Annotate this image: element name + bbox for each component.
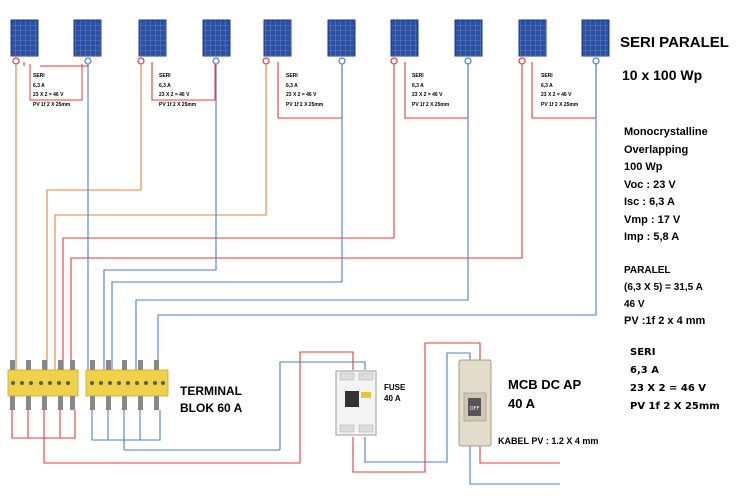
seri-note-line: 23 X 2 = 46 V: [33, 92, 64, 98]
total-power: 10 x 100 Wp: [622, 67, 703, 83]
output-wires: [279, 342, 560, 485]
panel-specs: Monocrystalline Overlapping 100 Wp Voc :…: [624, 124, 708, 247]
seri-note-5: SERI 6,3 A 23 X 2 = 46 V PV 1f 2 X 25mm: [541, 72, 578, 110]
positive-terminal-icon: [12, 57, 20, 65]
spec-line: Monocrystalline: [624, 126, 708, 138]
spec-line: Imp : 5,8 A: [624, 231, 680, 243]
spec-line: 100 Wp: [624, 161, 663, 173]
panel-terminals: [12, 57, 600, 65]
seri-note-line: 23 X 2 = 46 V: [286, 92, 317, 98]
mcb-line: 40 A: [508, 396, 535, 411]
terminal-block-label: TERMINAL BLOK 60 A: [180, 383, 242, 417]
solar-panel-icon: [390, 19, 419, 57]
seri-specs: SERI 6,3 A 23 X 2 = 46 V PV 1f 2 X 25mm: [630, 344, 720, 416]
seri-note-line: 6,3 A: [159, 82, 171, 89]
fuse-line: 40 A: [384, 394, 401, 403]
negative-terminal-icon: [338, 57, 346, 65]
fuse-line: FUSE: [384, 383, 406, 392]
seri-note-2: SERI 6,3 A 23 X 2 = 46 V PV 1f 2 X 25mm: [159, 72, 196, 110]
seri-note-line: SERI: [412, 73, 424, 79]
breaker-icon: [335, 370, 377, 436]
cable-label: KABEL PV : 1.2 X 4 mm: [498, 436, 599, 446]
negative-terminal-icon: [464, 57, 472, 65]
solar-panel-icon: [581, 19, 610, 57]
seri-note-line: 23 X 2 = 46 V: [412, 92, 443, 98]
seri-note-4: SERI 6,3 A 23 X 2 = 46 V PV 1f 2 X 25mm: [412, 72, 449, 110]
spec-line: Isc : 6,3 A: [624, 196, 675, 208]
solar-panel-icon: [263, 19, 292, 57]
seri-note-line: SERI: [159, 73, 171, 79]
solar-panel-icon: [518, 19, 547, 57]
positive-feeders: [15, 64, 523, 375]
solar-panel-icon: [10, 19, 39, 57]
seri-note-line: 6,3 A: [412, 82, 424, 89]
seri-note-line: PV 1f 2 X 25mm: [541, 101, 579, 108]
seri-note-line: 23 X 2 = 46 V: [541, 92, 572, 98]
solar-panel-icon: [327, 19, 356, 57]
solar-panel-icon: [202, 19, 231, 57]
svg-text:OFF: OFF: [470, 406, 480, 412]
seri-note-line: SERI: [286, 73, 298, 79]
paralel-line: PV :1f 2 x 4 mm: [624, 315, 706, 327]
spec-line: Vmp : 17 V: [624, 213, 681, 226]
seri-note-line: PV 1f 2 X 25mm: [33, 101, 71, 108]
paralel-line: (6,3 X 5) = 31,5 A: [624, 282, 703, 293]
seri-line: SERI: [630, 347, 656, 358]
mcb-icon: OFF: [458, 359, 492, 447]
terminal-block: [7, 360, 169, 410]
seri-note-line: 6,3 A: [33, 82, 45, 89]
positive-terminal-icon: [137, 57, 145, 65]
spec-line: Voc : 23 V: [624, 178, 676, 191]
seri-note-line: PV 1f 2 X 25mm: [159, 101, 197, 108]
solar-panel-icon: [138, 19, 167, 57]
series-link-1: [29, 64, 83, 101]
terminal-bridges: [11, 410, 300, 464]
seri-note-line: 23 X 2 = 46 V: [159, 92, 190, 98]
solar-panel-icon: [73, 19, 102, 57]
solar-panel-icon: [454, 19, 483, 57]
positive-terminal-icon: [518, 57, 526, 65]
seri-note-line: SERI: [33, 73, 45, 79]
paralel-line: 46 V: [624, 299, 645, 310]
page-title: SERI PARALEL: [620, 34, 729, 51]
negative-terminal-icon: [592, 57, 600, 65]
positive-terminal-icon: [262, 57, 270, 65]
solar-panels: [10, 19, 610, 57]
negative-feeders: [87, 64, 597, 375]
terminal-line: BLOK 60 A: [180, 401, 243, 415]
mcb-label: MCB DC AP 40 A: [508, 375, 581, 413]
mcb-line: MCB DC AP: [508, 377, 582, 392]
seri-note-3: SERI 6,3 A 23 X 2 = 46 V PV 1f 2 X 25mm: [286, 72, 323, 110]
seri-line: 23 X 2 = 46 V: [630, 383, 707, 394]
seri-note-line: 6,3 A: [541, 82, 553, 89]
negative-terminal-icon: [84, 57, 92, 65]
seri-note-1: SERI 6,3 A 23 X 2 = 46 V PV 1f 2 X 25mm: [33, 72, 70, 110]
paralel-line: PARALEL: [624, 265, 671, 276]
seri-note-line: 6,3 A: [286, 82, 298, 89]
seri-note-line: SERI: [541, 73, 553, 79]
seri-line: 6,3 A: [630, 365, 659, 376]
paralel-specs: PARALEL (6,3 X 5) = 31,5 A 46 V PV :1f 2…: [624, 262, 705, 330]
fuse-label: FUSE 40 A: [384, 382, 405, 404]
seri-line: PV 1f 2 X 25mm: [630, 401, 720, 412]
seri-note-line: PV 1f 2 X 25mm: [412, 101, 450, 108]
positive-terminal-icon: [390, 57, 398, 65]
terminal-line: TERMINAL: [180, 384, 242, 398]
negative-terminal-icon: [212, 57, 220, 65]
spec-line: Overlapping: [624, 143, 689, 156]
seri-note-line: PV 1f 2 X 25mm: [286, 101, 324, 108]
